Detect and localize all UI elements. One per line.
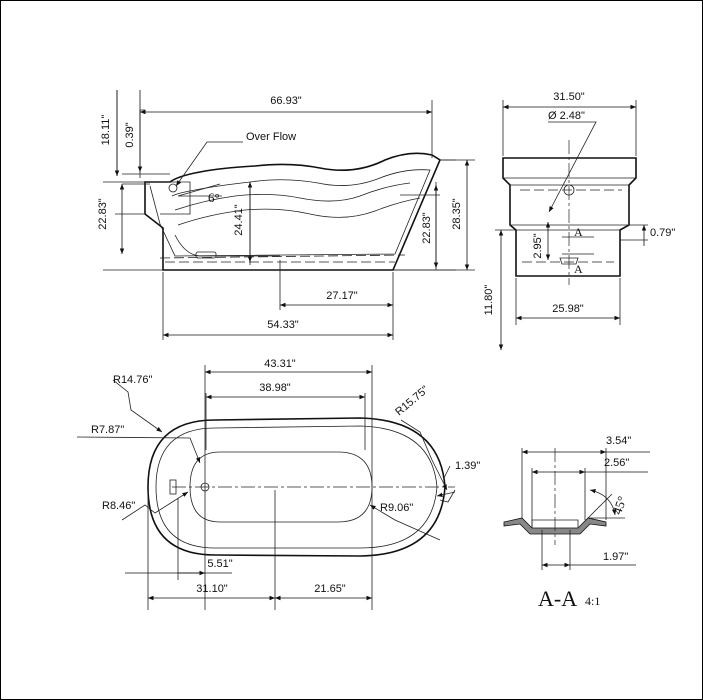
radius-outer-right-label: R15.75" xyxy=(393,384,431,419)
dim-drain-offset-label: 5.51" xyxy=(207,558,232,570)
section-marker-bottom: A xyxy=(574,262,583,276)
dim-inner-width-label: 1.97" xyxy=(603,551,628,563)
side-view: 66.93" 18.11" 0.39" 22.83" 24.41" 22.83"… xyxy=(97,90,475,340)
dim-length-right-label: 21.65" xyxy=(314,583,346,595)
dim-drain-diameter-leader xyxy=(548,121,597,213)
rim-width-right-label: 1.39" xyxy=(455,460,480,472)
dim-body-height-left-label: 22.83" xyxy=(97,198,109,230)
section-aa-extension-lines xyxy=(521,448,607,570)
section-aa-title: A-A xyxy=(538,586,577,611)
dim-base-width-label: 25.98" xyxy=(552,303,584,315)
side-view-drain-curve xyxy=(174,234,280,257)
dim-overall-length-label: 66.93" xyxy=(270,95,302,107)
rim-width-right-leader-2 xyxy=(439,489,456,503)
angle-indicator-label: 6° xyxy=(208,190,220,205)
dim-base-height-label: 11.80" xyxy=(483,285,495,316)
radius-outer-left-label: R14.76" xyxy=(113,374,152,386)
end-view-drain xyxy=(559,257,579,265)
side-view-overflow-hole xyxy=(168,183,178,193)
dim-body-height-right-label: 22.83" xyxy=(421,212,433,244)
radius-drain-leader xyxy=(121,491,189,521)
dim-rim-thickness-label: 0.79" xyxy=(650,227,675,239)
angle-indicator-arc xyxy=(177,183,222,197)
radius-inner-left-leader xyxy=(76,436,201,464)
end-view-hidden-line xyxy=(520,189,622,263)
side-view-inner-wave-lower xyxy=(177,197,421,226)
dim-rim-offset-label: 0.39" xyxy=(124,122,136,147)
side-view-outer-shell xyxy=(144,152,442,271)
top-view-extension-lines xyxy=(147,365,373,610)
dim-inner-flat-length-label: 38.98" xyxy=(259,382,291,394)
dim-outer-width-label: 3.54" xyxy=(606,435,631,447)
dim-overall-height-label: 28.35" xyxy=(451,198,463,230)
dim-rim-height-left-label: 18.11" xyxy=(100,115,112,146)
overflow-leader xyxy=(175,141,243,187)
top-view-outer-rim xyxy=(147,417,446,557)
radius-inner-right-leader xyxy=(369,504,441,541)
end-view-overflow xyxy=(563,184,575,196)
section-aa: 3.54" 2.56" 45° 1.97" A-A 4:1 xyxy=(503,435,650,611)
top-view-overflow xyxy=(169,479,177,495)
side-view-hidden-line xyxy=(159,254,406,259)
side-view-inner-shell xyxy=(149,169,431,257)
radius-drain-label: R8.46" xyxy=(102,500,135,512)
dim-base-length-label: 54.33" xyxy=(267,319,299,331)
dim-length-left-label: 31.10" xyxy=(196,583,228,595)
end-view-rim-line xyxy=(503,177,636,231)
top-view-outer-rim-inner xyxy=(155,425,438,549)
radius-outer-right-leader xyxy=(400,419,448,491)
side-view-drain xyxy=(195,251,217,259)
section-marker-top: A xyxy=(574,225,583,239)
section-aa-scale: 4:1 xyxy=(585,594,600,608)
radius-inner-right-label: R9.06" xyxy=(380,502,413,514)
radius-inner-left-label: R7.87" xyxy=(91,424,124,436)
dim-middle-width-label: 2.56" xyxy=(604,457,629,469)
side-view-overflow-box xyxy=(150,181,191,215)
angle-45-lines xyxy=(587,493,625,519)
section-marker-lines xyxy=(562,236,594,255)
end-view: 31.50" Ø 2.48" A A 2.95" 0.79" 11.80" 25… xyxy=(483,91,675,350)
dim-inner-length-label: 43.31" xyxy=(264,358,296,370)
top-view: 43.31" 38.98" R14.76" R15.75" 1.39" R7.8… xyxy=(76,358,480,610)
side-view-extension-lines xyxy=(103,90,456,340)
dim-inner-depth-label: 24.41" xyxy=(233,204,245,236)
dim-overall-width-label: 31.50" xyxy=(553,91,585,103)
angle-45-label: 45° xyxy=(609,494,629,516)
top-view-basin xyxy=(189,451,373,523)
rim-width-right-leader xyxy=(437,465,456,496)
dim-drain-to-end-label: 27.17" xyxy=(326,290,358,302)
overflow-label: Over Flow xyxy=(246,131,296,143)
radius-outer-left-leader xyxy=(112,379,163,433)
side-view-inner-wave xyxy=(174,182,411,211)
dim-drain-height-label: 2.95" xyxy=(532,233,544,258)
dim-drain-diameter-label: Ø 2.48" xyxy=(548,110,585,122)
